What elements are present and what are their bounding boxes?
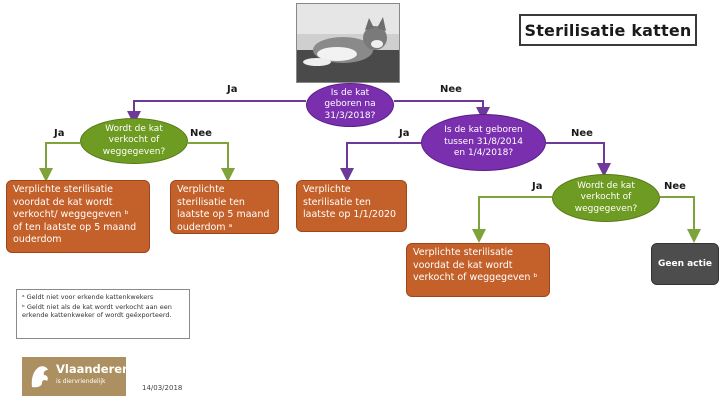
label-q2-no: Nee xyxy=(190,128,212,139)
document-date: 14/03/2018 xyxy=(142,384,183,392)
connector-q1-no xyxy=(394,100,490,121)
question-sold-or-given-right: Wordt de kat verkocht of weggegeven? xyxy=(552,174,660,222)
connector-q4-no xyxy=(660,196,701,243)
question-born-after-2018: Is de kat geboren na 31/3/2018? xyxy=(306,83,394,127)
outcome-sterilise-by-2020: Verplichte sterilisatie ten laatste op 1… xyxy=(296,180,407,232)
label-q3-yes: Ja xyxy=(399,128,410,139)
outcome-sterilise-before-sale: Verplichte sterilisatie voordat de kat w… xyxy=(406,243,550,297)
question-born-between-2014-2018: Is de kat geboren tussen 31/8/2014 en 1/… xyxy=(421,114,546,171)
connector-q4-yes xyxy=(472,196,552,243)
label-q4-yes: Ja xyxy=(532,181,543,192)
vlaanderen-logo: Vlaanderen is diervriendelijk xyxy=(22,357,130,396)
label-q1-no: Nee xyxy=(440,84,462,95)
label-q3-no: Nee xyxy=(571,128,593,139)
page-title: Sterilisatie katten xyxy=(519,14,697,46)
footnote-b: ᵇ Geldt niet als de kat wordt verkocht a… xyxy=(22,302,172,320)
outcome-sterilise-before-sale-or-5-months: Verplichte sterilisatie voordat de kat w… xyxy=(6,180,150,253)
footnotes: ᵃ Geldt niet voor erkende kattenkwekers … xyxy=(16,289,190,339)
connector-q3-no xyxy=(546,142,611,177)
connector-q1-yes xyxy=(127,100,306,125)
cat-photo xyxy=(296,3,400,83)
logo-name: Vlaanderen xyxy=(56,362,131,376)
lion-icon xyxy=(31,366,48,388)
label-q4-no: Nee xyxy=(664,181,686,192)
label-q2-yes: Ja xyxy=(54,128,65,139)
outcome-no-action: Geen actie xyxy=(651,243,719,285)
footnote-a: ᵃ Geldt niet voor erkende kattenkwekers xyxy=(22,293,154,301)
label-q1-yes: Ja xyxy=(227,84,238,95)
connector-q2-yes xyxy=(39,142,80,182)
outcome-sterilise-by-5-months: Verplichte sterilisatie ten laatste op 5… xyxy=(170,180,279,234)
connector-q2-no xyxy=(188,142,235,182)
connector-q3-yes xyxy=(340,142,421,182)
logo-tagline: is diervriendelijk xyxy=(56,378,106,385)
question-sold-or-given-left: Wordt de kat verkocht of weggegeven? xyxy=(80,118,188,164)
